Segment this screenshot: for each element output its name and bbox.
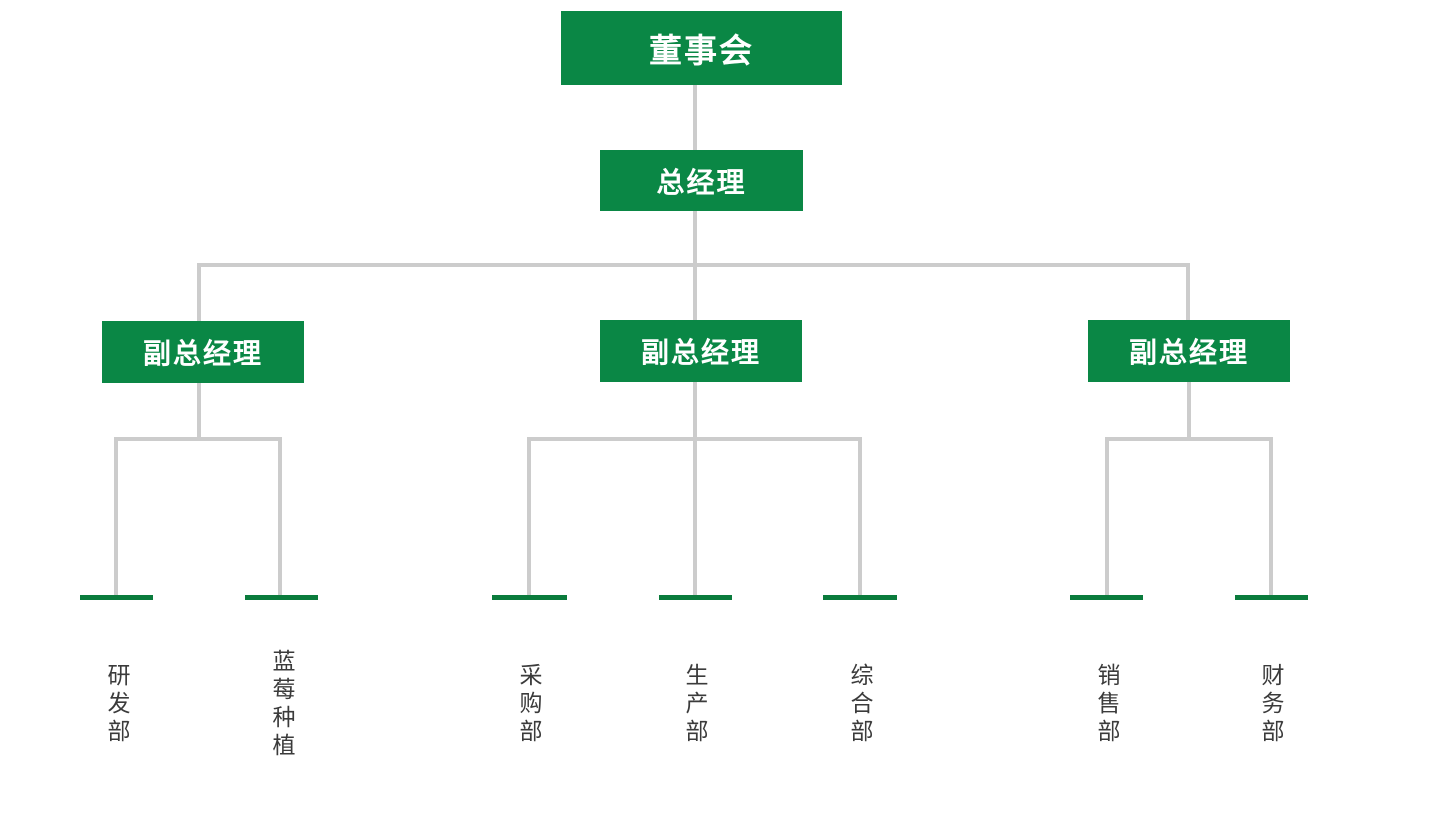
connector-line — [693, 263, 697, 320]
connector-line — [1105, 437, 1273, 441]
department-tick-bar — [1235, 595, 1308, 600]
connector-line — [1105, 437, 1109, 598]
dept-label-sales: 销售部 — [1094, 663, 1120, 747]
org-node-deputy-manager-3: 副总经理 — [1088, 320, 1290, 382]
dept-label-research: 研发部 — [104, 663, 130, 747]
org-node-deputy-manager-2: 副总经理 — [600, 320, 802, 382]
connector-line — [858, 437, 862, 598]
connector-line — [693, 211, 697, 265]
connector-line — [114, 437, 118, 598]
org-node-general-manager: 总经理 — [600, 150, 803, 211]
department-tick-bar — [823, 595, 897, 600]
org-node-board: 董事会 — [561, 11, 842, 85]
connector-line — [693, 382, 697, 598]
connector-line — [693, 85, 697, 150]
connector-line — [527, 437, 531, 598]
connector-line — [197, 263, 201, 322]
department-tick-bar — [245, 595, 318, 600]
dept-label-general-affairs: 综合部 — [847, 663, 873, 747]
department-tick-bar — [80, 595, 153, 600]
dept-label-production: 生产部 — [682, 663, 708, 747]
dept-label-purchasing: 采购部 — [516, 663, 542, 747]
department-tick-bar — [1070, 595, 1143, 600]
connector-line — [1269, 437, 1273, 598]
connector-line — [278, 437, 282, 598]
connector-line — [114, 437, 282, 441]
dept-label-finance: 财务部 — [1258, 663, 1284, 747]
connector-line — [1186, 263, 1190, 320]
connector-line — [1187, 382, 1191, 439]
connector-line — [197, 383, 201, 439]
dept-label-blueberry-planting: 蓝莓种植 — [269, 649, 295, 761]
department-tick-bar — [492, 595, 567, 600]
connector-line — [527, 437, 862, 441]
department-tick-bar — [659, 595, 732, 600]
org-node-deputy-manager-1: 副总经理 — [102, 321, 304, 383]
